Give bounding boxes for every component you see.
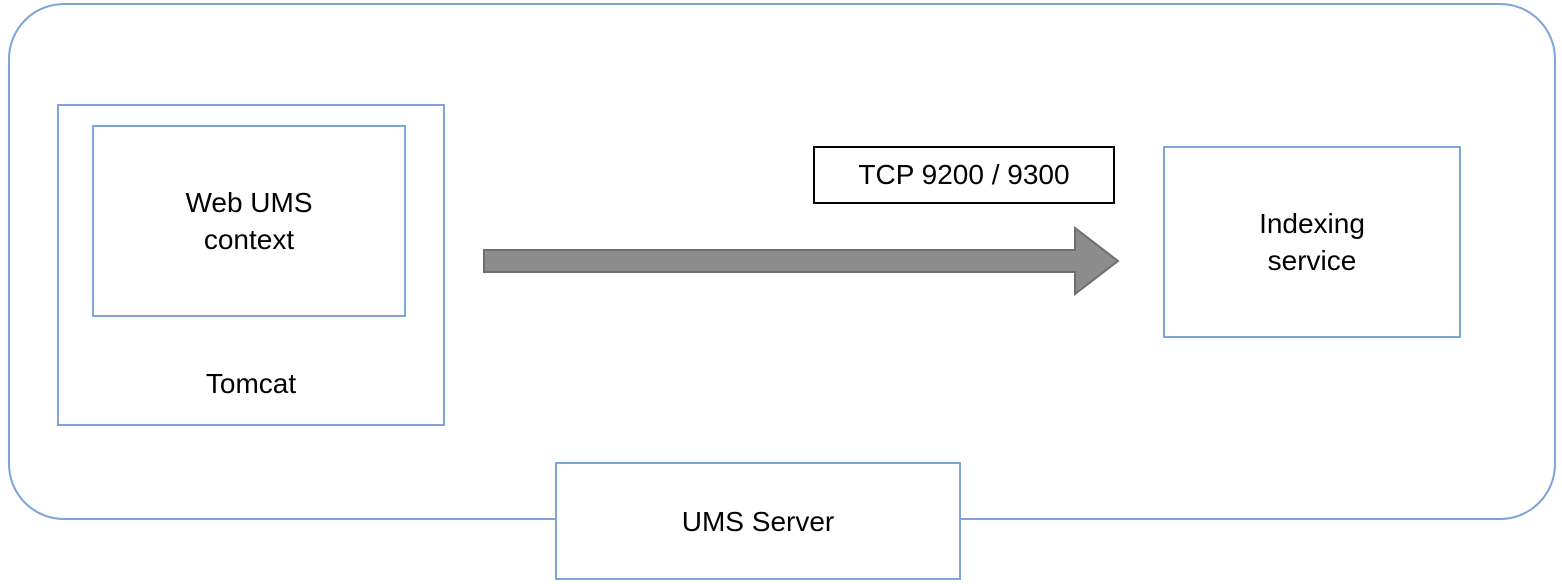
web-ums-context-node: Web UMS context: [92, 125, 406, 317]
connection-protocol-label-box: TCP 9200 / 9300: [813, 146, 1115, 204]
ums-server-label: UMS Server: [681, 505, 835, 537]
connection-arrow: [483, 226, 1120, 296]
web-ums-context-node-label: Web UMS context: [185, 187, 313, 255]
block-arrow-shape: [483, 226, 1120, 296]
ums-server-label-box: UMS Server: [555, 462, 961, 580]
connection-protocol-label: TCP 9200 / 9300: [858, 159, 1070, 190]
tomcat-node-label: Tomcat: [205, 368, 297, 399]
indexing-service-node-label: Indexing service: [1259, 208, 1365, 276]
indexing-service-node: Indexing service: [1163, 146, 1461, 338]
